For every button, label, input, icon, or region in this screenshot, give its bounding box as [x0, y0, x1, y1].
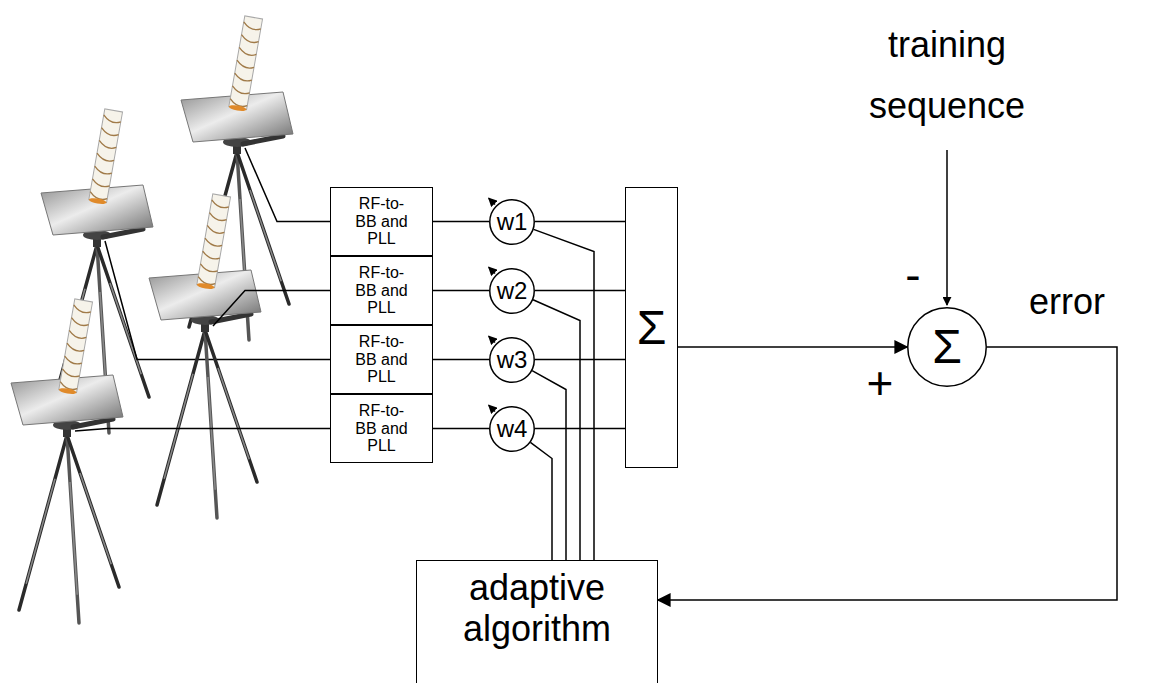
antenna-cable: [105, 241, 330, 360]
weight-circle: w3: [489, 337, 535, 383]
node-text: w4: [497, 417, 528, 441]
signal-wire: [530, 442, 552, 560]
signal-wire: [532, 371, 566, 560]
weight-circle: w4: [489, 406, 535, 452]
minus-sign: -: [895, 252, 931, 298]
rf-frontend-box: RF-to- BB and PLL: [330, 187, 433, 256]
antenna-cable: [75, 429, 330, 432]
signal-wire: [433, 221, 489, 223]
error-label: error: [1012, 282, 1122, 322]
node-text: RF-to- BB and PLL: [351, 195, 412, 248]
node-text: RF-to- BB and PLL: [351, 402, 412, 455]
adaptive-algorithm-box: adaptive algorithm: [416, 560, 658, 683]
summer-box: Σ: [625, 187, 678, 468]
training-arrow: [946, 150, 948, 305]
node-text: w3: [497, 348, 528, 372]
node-text: RF-to- BB and PLL: [351, 333, 412, 386]
plus-sign: +: [860, 360, 900, 406]
node-text: w2: [497, 279, 528, 303]
adjust-arrow: [489, 336, 495, 342]
antenna-cable: [245, 148, 330, 222]
signal-wire: [535, 290, 625, 292]
signal-wire: [678, 346, 907, 348]
antenna-cable: [213, 291, 330, 327]
node-text: RF-to- BB and PLL: [351, 264, 412, 317]
signal-wire: [533, 300, 580, 560]
error-summer-circle: Σ: [907, 307, 987, 387]
antenna-tripod: [11, 299, 123, 623]
node-text: adaptive algorithm: [427, 567, 647, 650]
adjust-arrow: [489, 267, 495, 273]
rf-frontend-box: RF-to- BB and PLL: [330, 394, 433, 463]
node-text: Σ: [637, 304, 667, 352]
node-text: w1: [497, 210, 528, 234]
weight-circle: w1: [489, 199, 535, 245]
adjust-arrow: [489, 198, 495, 204]
node-text: Σ: [932, 323, 962, 371]
signal-wire: [433, 359, 489, 361]
signal-wire: [534, 229, 594, 560]
training-sequence-label: training sequence: [847, 14, 1047, 136]
signal-wire: [535, 221, 625, 223]
signal-wire: [433, 428, 489, 430]
rf-frontend-box: RF-to- BB and PLL: [330, 325, 433, 394]
signal-wire: [658, 347, 1117, 600]
antenna-tripod: [149, 194, 261, 518]
rf-frontend-box: RF-to- BB and PLL: [330, 256, 433, 325]
adjust-arrow: [489, 405, 495, 411]
signal-wire: [433, 290, 489, 292]
weight-circle: w2: [489, 268, 535, 314]
